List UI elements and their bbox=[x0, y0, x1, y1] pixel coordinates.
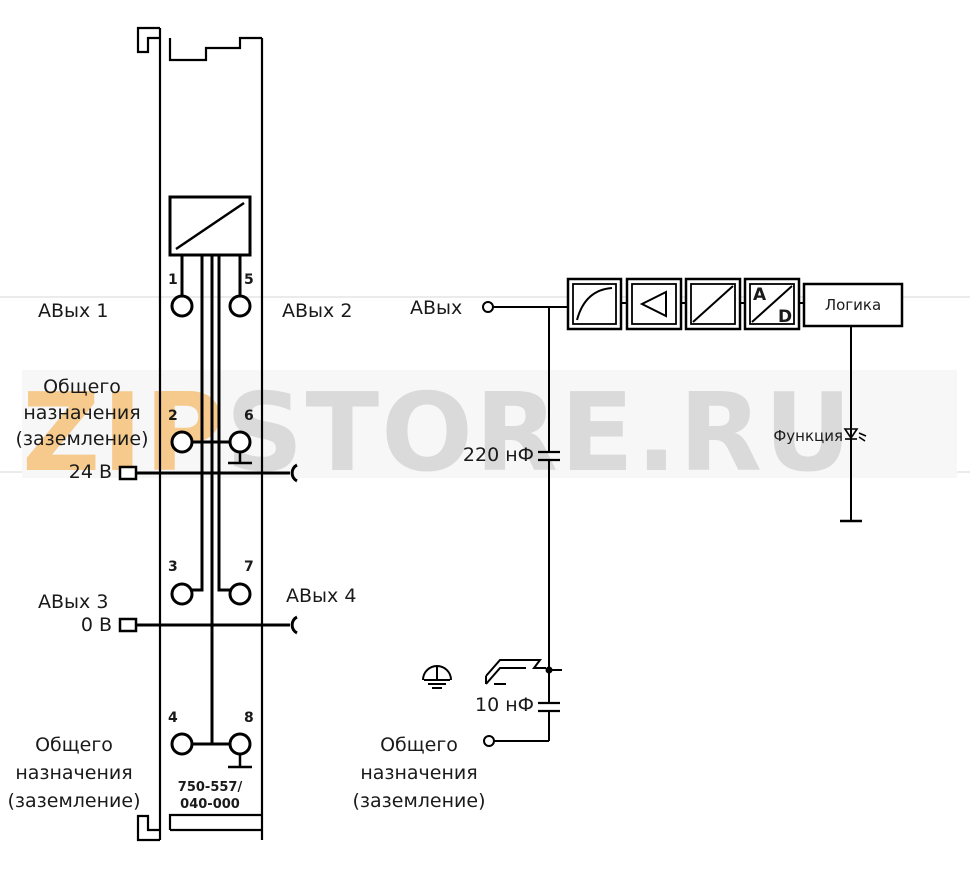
label-common-right-3: (заземление) bbox=[353, 790, 486, 812]
din-rail-icon bbox=[485, 659, 546, 685]
terminal-8 bbox=[228, 732, 252, 756]
label-common-bottom-3: (заземление) bbox=[8, 790, 141, 812]
module-housing bbox=[136, 26, 264, 842]
label-common-right-2: назначения bbox=[360, 762, 477, 784]
led-icon bbox=[843, 428, 867, 442]
terminal-7 bbox=[228, 582, 252, 606]
label-aout1: АВых 1 bbox=[38, 300, 108, 322]
amplifier-block bbox=[625, 277, 683, 331]
terminal-2 bbox=[170, 430, 194, 454]
terminals bbox=[170, 294, 252, 756]
watermark-suffix: STORE.RU bbox=[226, 371, 854, 496]
power-jumper-0v bbox=[118, 615, 298, 635]
converter-block bbox=[168, 195, 252, 257]
label-common-top-2: назначения bbox=[23, 402, 140, 424]
terminal-number-6: 6 bbox=[244, 408, 254, 424]
label-0v: 0 В bbox=[81, 614, 112, 636]
terminal-number-3: 3 bbox=[168, 559, 178, 575]
common-terminal bbox=[483, 735, 495, 747]
watermark-text: ZIPSTORE.RU bbox=[22, 371, 854, 496]
internal-wiring bbox=[180, 255, 242, 746]
watermark: ZIPSTORE.RU bbox=[0, 296, 970, 496]
terminal-number-5: 5 bbox=[244, 272, 254, 288]
ad-label-d: D bbox=[778, 307, 792, 327]
label-cap-220nf: 220 нФ bbox=[463, 444, 534, 466]
label-common-right-1: Общего bbox=[380, 734, 458, 756]
label-function: Функция bbox=[773, 427, 843, 445]
terminal-number-2: 2 bbox=[168, 408, 178, 424]
ad-converter-block: A D bbox=[743, 277, 801, 331]
terminal-number-1: 1 bbox=[168, 272, 178, 288]
capacitor-10nf bbox=[538, 701, 560, 713]
junction-dot bbox=[545, 666, 553, 674]
ground-symbol-8 bbox=[228, 754, 252, 769]
label-24v: 24 В bbox=[69, 461, 112, 483]
label-common-top-3: (заземление) bbox=[16, 428, 149, 450]
label-common-bottom-2: назначения bbox=[15, 762, 132, 784]
signal-wiring bbox=[493, 302, 852, 742]
terminal-number-4: 4 bbox=[168, 710, 178, 726]
terminal-3 bbox=[170, 582, 194, 606]
terminal-1 bbox=[170, 294, 194, 318]
earth-ground-icon bbox=[422, 665, 452, 689]
terminal-5 bbox=[228, 294, 252, 318]
label-aout-right: АВых bbox=[410, 297, 462, 319]
part-number-line1: 750-557/ bbox=[178, 780, 243, 795]
power-jumper-24v bbox=[118, 463, 298, 483]
isolation-block bbox=[684, 277, 742, 331]
terminal-4 bbox=[170, 732, 194, 756]
label-aout4: АВых 4 bbox=[286, 585, 356, 607]
filter-block bbox=[566, 277, 623, 331]
capacitor-220nf bbox=[538, 450, 560, 462]
terminal-6 bbox=[228, 430, 252, 454]
logic-label: Логика bbox=[825, 296, 881, 314]
label-common-top-1: Общего bbox=[43, 376, 121, 398]
terminal-number-7: 7 bbox=[244, 559, 254, 575]
terminal-number-8: 8 bbox=[244, 710, 254, 726]
label-cap-10nf: 10 нФ bbox=[475, 694, 534, 716]
logic-block: Логика bbox=[802, 282, 904, 328]
part-number-line2: 040-000 bbox=[180, 797, 240, 812]
aout-terminal bbox=[482, 301, 494, 313]
ground-symbol-6 bbox=[228, 452, 252, 465]
label-common-bottom-1: Общего bbox=[35, 734, 113, 756]
ad-label-a: A bbox=[753, 285, 767, 305]
label-aout3: АВых 3 bbox=[38, 591, 108, 613]
label-aout2: АВых 2 bbox=[282, 300, 352, 322]
